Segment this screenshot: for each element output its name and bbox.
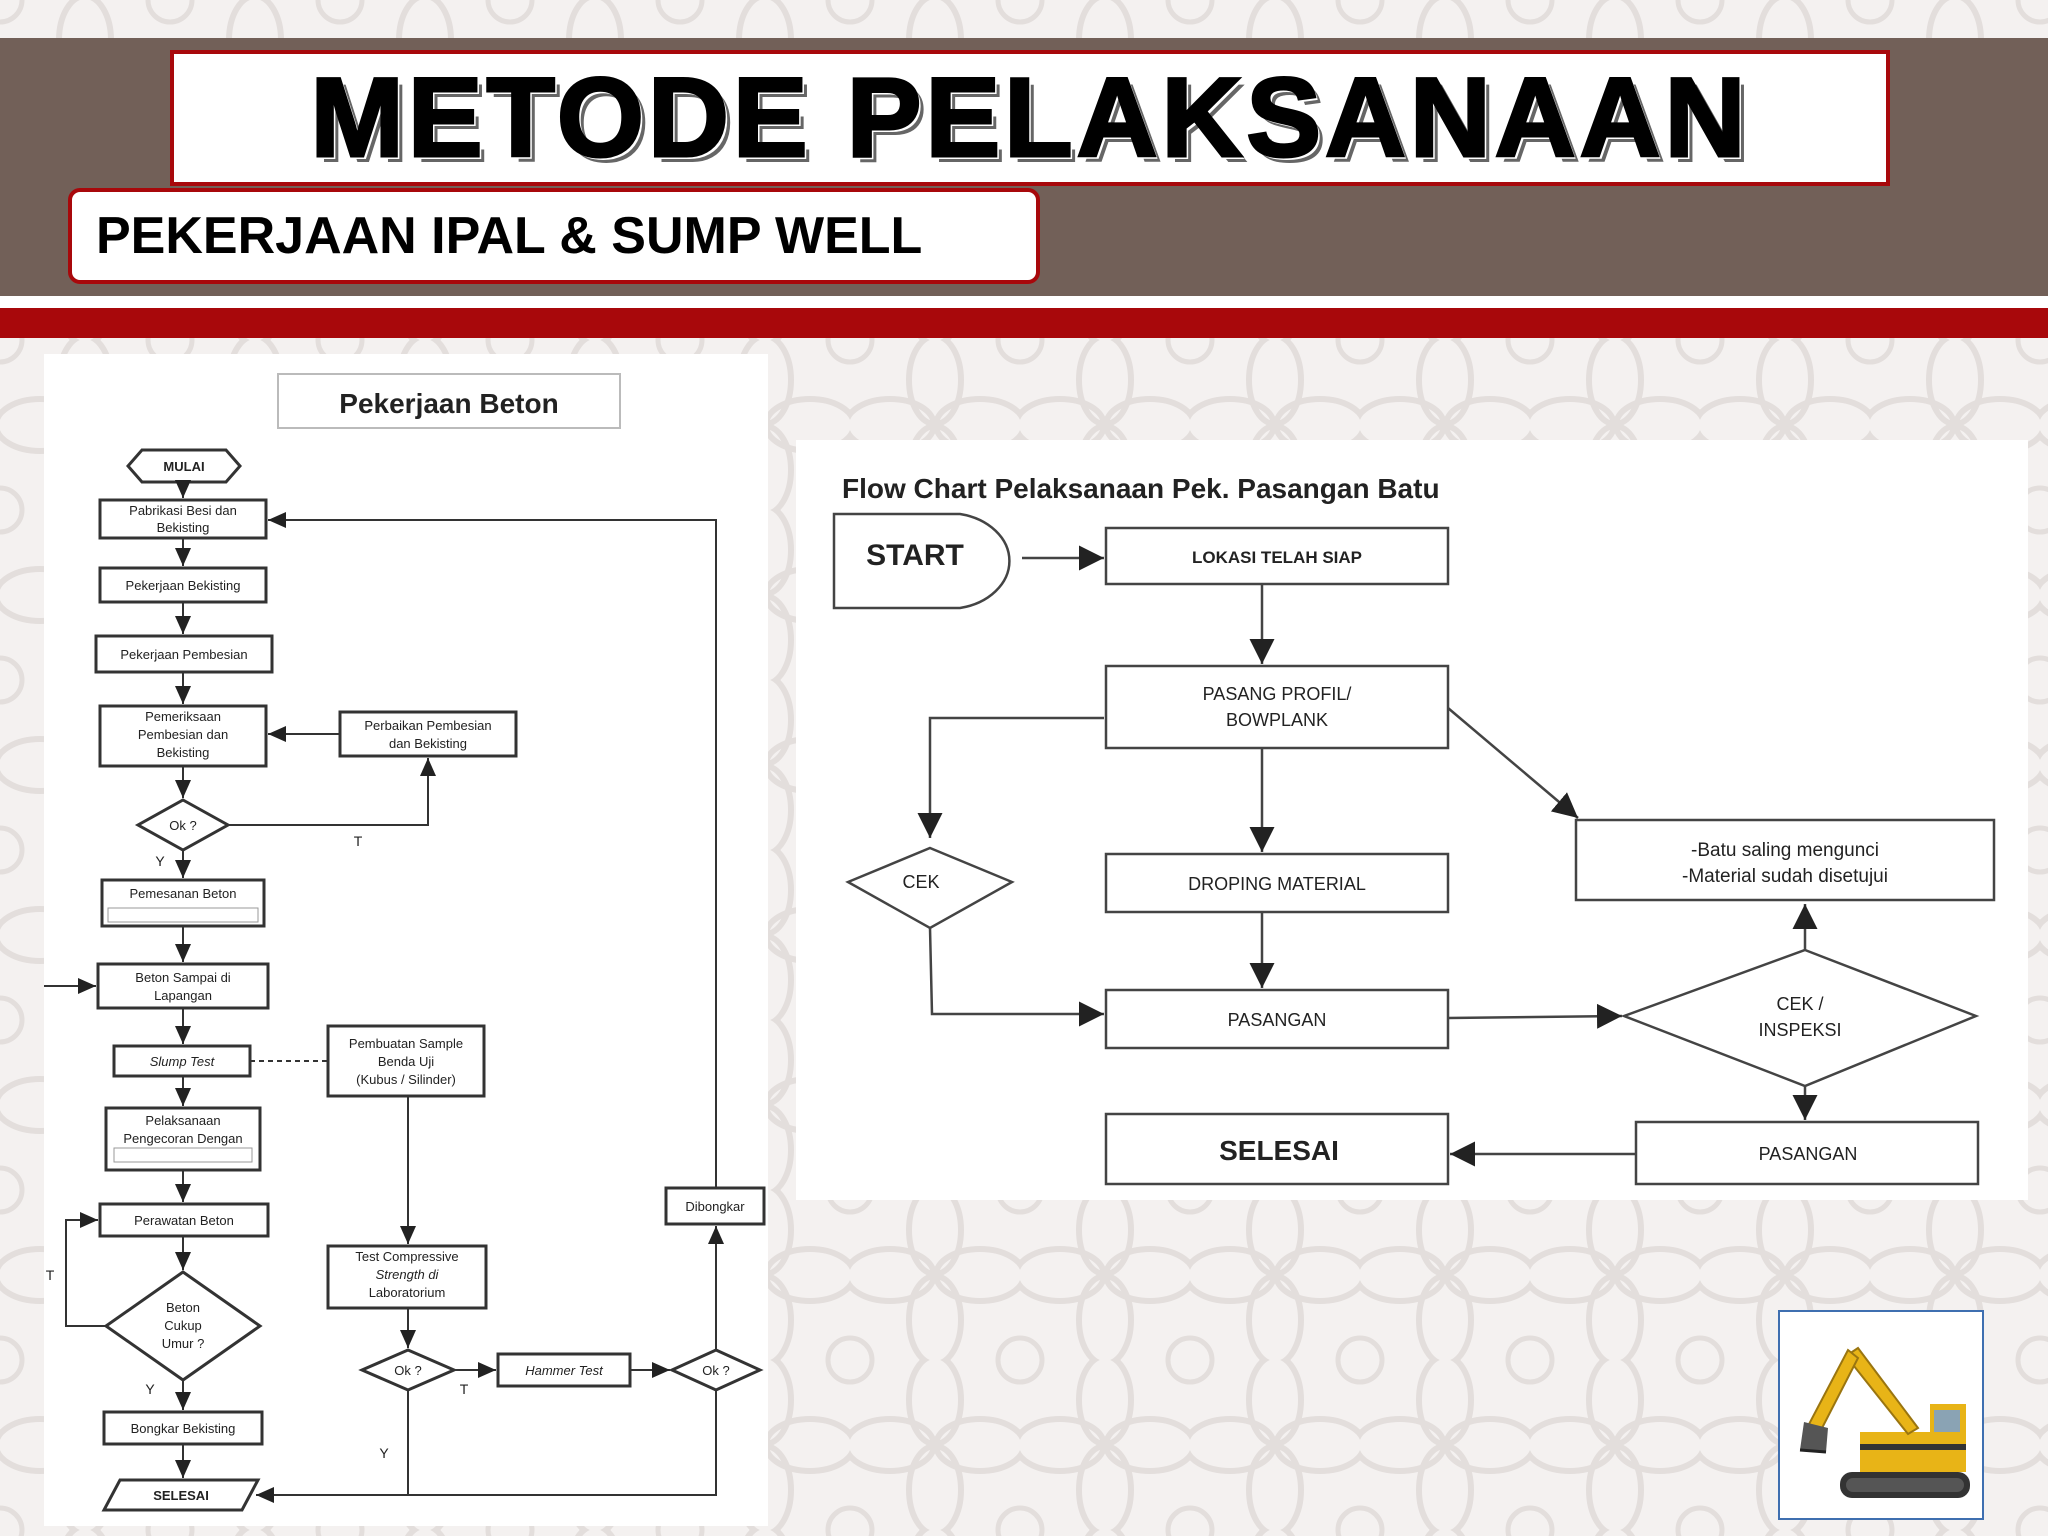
node-selesai [101,1478,261,1512]
svg-text:Umur ?: Umur ? [162,1336,205,1351]
svg-text:T: T [460,1381,469,1397]
svg-text:Beton Sampai di: Beton Sampai di [135,970,231,985]
svg-text:-Material sudah disetujui: -Material sudah disetujui [1682,866,1888,887]
svg-text:Pabrikasi Besi dan: Pabrikasi Besi dan [129,503,237,518]
svg-text:PASANGAN: PASANGAN [1759,1144,1858,1164]
subtitle-box: PEKERJAAN IPAL & SUMP WELL [68,188,1040,284]
svg-text:Perawatan Beton: Perawatan Beton [134,1213,234,1228]
right-flowchart-title: Flow Chart Pelaksanaan Pek. Pasangan Bat… [842,473,1440,504]
svg-text:Pengecoran Dengan: Pengecoran Dengan [123,1131,242,1146]
svg-text:Pembuatan Sample: Pembuatan Sample [349,1036,463,1051]
svg-text:SELESAI: SELESAI [1219,1135,1339,1166]
svg-text:Strength di: Strength di [376,1267,440,1282]
svg-text:Slump Test: Slump Test [150,1054,216,1069]
svg-text:(Kubus / Silinder): (Kubus / Silinder) [356,1072,456,1087]
svg-text:START: START [866,539,964,572]
node-selesai-right [1104,1112,1450,1186]
node-sample [326,1024,486,1098]
left-flowchart-panel: Pekerjaan Beton MULAI Pabrikasi Besi dan… [44,354,768,1526]
svg-text:PASANGAN: PASANGAN [1228,1010,1327,1030]
node-pembesian [94,634,274,674]
svg-text:INSPEKSI: INSPEKSI [1758,1020,1841,1040]
node-mulai [126,448,242,484]
svg-text:Laboratorium: Laboratorium [369,1285,446,1300]
right-flowchart: Flow Chart Pelaksanaan Pek. Pasangan Bat… [832,473,1996,1186]
svg-text:Beton: Beton [166,1300,200,1315]
svg-text:T: T [354,833,363,849]
excavator-icon [1780,1312,1982,1518]
svg-text:Ok ?: Ok ? [394,1363,421,1378]
svg-text:Perbaikan Pembesian: Perbaikan Pembesian [364,718,491,733]
svg-text:Pekerjaan Pembesian: Pekerjaan Pembesian [120,647,247,662]
svg-text:Lapangan: Lapangan [154,988,212,1003]
left-flowchart: Pekerjaan Beton MULAI Pabrikasi Besi dan… [44,373,766,1512]
node-inspeksi [1620,948,1980,1088]
svg-text:Test Compressive: Test Compressive [355,1249,458,1264]
node-pasangan-1 [1104,988,1450,1050]
svg-text:Hammer Test: Hammer Test [525,1363,604,1378]
svg-text:Y: Y [155,853,165,869]
node-pasangan-2 [1634,1120,1980,1186]
svg-text:MULAI: MULAI [163,459,204,474]
svg-text:Ok ?: Ok ? [169,818,196,833]
svg-text:Pemeriksaan: Pemeriksaan [145,709,221,724]
node-profil [1104,664,1450,750]
header-divider [0,296,2048,308]
svg-text:BOWPLANK: BOWPLANK [1226,710,1328,730]
svg-text:DROPING MATERIAL: DROPING MATERIAL [1188,874,1366,894]
svg-text:-Batu saling mengunci: -Batu saling mengunci [1691,840,1879,861]
node-fabrikasi [98,498,268,540]
svg-text:T: T [46,1267,55,1283]
svg-text:SELESAI: SELESAI [153,1488,209,1503]
node-droping [1104,852,1450,914]
svg-text:Pemesanan Beton: Pemesanan Beton [130,886,237,901]
svg-text:Bekisting: Bekisting [157,745,210,760]
svg-text:Y: Y [379,1445,389,1461]
svg-text:PASANG PROFIL/: PASANG PROFIL/ [1203,684,1352,704]
svg-text:Pembesian dan: Pembesian dan [138,727,228,742]
node-note [1574,818,1996,902]
left-flowchart-title: Pekerjaan Beton [339,388,558,419]
svg-text:Pelaksanaan: Pelaksanaan [145,1113,220,1128]
svg-text:Ok ?: Ok ? [702,1363,729,1378]
svg-text:Cukup: Cukup [164,1318,202,1333]
svg-text:CEK /: CEK / [1776,994,1823,1014]
svg-text:Bongkar Bekisting: Bongkar Bekisting [131,1421,236,1436]
svg-text:Bekisting: Bekisting [157,520,210,535]
page-subtitle: PEKERJAAN IPAL & SUMP WELL [96,207,923,265]
right-flowchart-panel: Flow Chart Pelaksanaan Pek. Pasangan Bat… [796,440,2028,1200]
svg-text:LOKASI TELAH SIAP: LOKASI TELAH SIAP [1192,548,1362,567]
left-title-box [277,373,621,429]
svg-text:CEK: CEK [902,872,939,892]
node-lokasi [1104,526,1450,586]
svg-text:Dibongkar: Dibongkar [685,1199,745,1214]
node-start [832,512,1011,610]
svg-text:Y: Y [145,1381,155,1397]
page-title: METODE PELAKSANAAN [309,55,1750,180]
header-red-band [0,308,2048,338]
svg-text:Pekerjaan Bekisting: Pekerjaan Bekisting [126,578,241,593]
excavator-image [1778,1310,1984,1520]
svg-text:Benda Uji: Benda Uji [378,1054,434,1069]
title-box: METODE PELAKSANAAN [170,50,1890,186]
svg-text:dan Bekisting: dan Bekisting [389,736,467,751]
